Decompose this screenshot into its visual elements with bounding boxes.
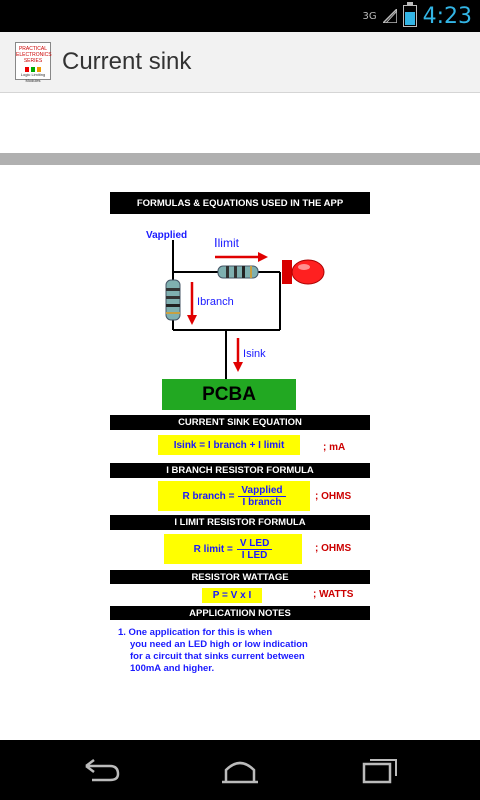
ilimit-header: I LIMIT RESISTOR FORMULA — [110, 515, 370, 530]
note-line-3: for a circuit that sinks current between — [130, 651, 305, 662]
ilimit-denominator: I LED — [241, 549, 268, 561]
label-ilimit: Ilimit — [214, 235, 239, 250]
logo-text-1: PRACTICAL — [18, 46, 48, 52]
ilimit-numerator: V LED — [236, 538, 273, 550]
content-area: FORMULAS & EQUATIONS USED IN THE APP — [0, 165, 480, 740]
app-title: Current sink — [62, 48, 192, 75]
resistor-branch — [165, 279, 181, 321]
back-icon[interactable] — [76, 752, 124, 788]
formulas-header: FORMULAS & EQUATIONS USED IN THE APP — [110, 192, 370, 214]
signal-icon — [382, 9, 397, 23]
ibranch-denominator: I branch — [242, 496, 282, 508]
ibranch-header: I BRANCH RESISTOR FORMULA — [110, 463, 370, 478]
clock: 4:23 — [422, 3, 472, 29]
wattage-unit: ; WATTS — [313, 589, 354, 600]
label-vapplied: Vapplied — [146, 230, 188, 241]
arrow-limit — [215, 252, 268, 262]
ilimit-fraction: V LED I LED — [236, 538, 273, 561]
notes-header: APPLICATIION NOTES — [110, 606, 370, 620]
ibranch-fraction: Vapplied I branch — [238, 485, 286, 508]
ilimit-unit: ; OHMS — [315, 543, 352, 554]
ibranch-formula: R branch = Vapplied I branch — [158, 481, 310, 511]
resistor-limit — [217, 265, 259, 279]
note-line-1: 1. One application for this is when — [118, 627, 273, 638]
logo-text-2: ELECTRONICS — [16, 52, 52, 58]
app-logo[interactable]: PRACTICAL ELECTRONICS SERIES Logic Limit… — [15, 42, 52, 83]
network-type: 3G — [362, 10, 377, 22]
divider-band — [0, 153, 480, 165]
arrow-sink — [233, 338, 243, 372]
arrow-branch — [187, 282, 197, 325]
note-line-2: you need an LED high or low indication — [130, 639, 308, 650]
notes-body: 1. One application for this is when you … — [118, 627, 358, 675]
circuit-diagram — [165, 240, 325, 380]
battery-icon — [402, 2, 417, 27]
logo-subtext: Logic Limiting Modules — [20, 72, 46, 83]
ibranch-numerator: Vapplied — [238, 485, 286, 497]
current-sink-formula: Isink = I branch + I limit — [158, 435, 300, 455]
label-ibranch: Ibranch — [197, 296, 234, 308]
led-icon — [282, 259, 325, 285]
recent-apps-icon[interactable] — [356, 752, 404, 788]
status-bar: 3G 4:23 — [0, 0, 480, 32]
ilimit-lhs: R limit = — [193, 543, 233, 555]
logo-text-3: SERIES — [23, 58, 43, 64]
current-sink-unit: ; mA — [323, 442, 346, 453]
wattage-formula: P = V x I — [202, 588, 262, 603]
note-line-4: 100mA and higher. — [130, 663, 215, 674]
navigation-bar — [0, 740, 480, 800]
current-sink-header: CURRENT SINK EQUATION — [110, 415, 370, 430]
label-isink: Isink — [243, 348, 266, 360]
ibranch-lhs: R branch = — [182, 490, 235, 502]
action-bar: PRACTICAL ELECTRONICS SERIES Logic Limit… — [0, 32, 480, 93]
logo-leds — [16, 67, 50, 72]
pcba-block: PCBA — [162, 379, 296, 410]
wattage-header: RESISTOR WATTAGE — [110, 570, 370, 584]
ibranch-unit: ; OHMS — [315, 491, 352, 502]
home-icon[interactable] — [216, 752, 264, 788]
ilimit-formula: R limit = V LED I LED — [164, 534, 302, 564]
